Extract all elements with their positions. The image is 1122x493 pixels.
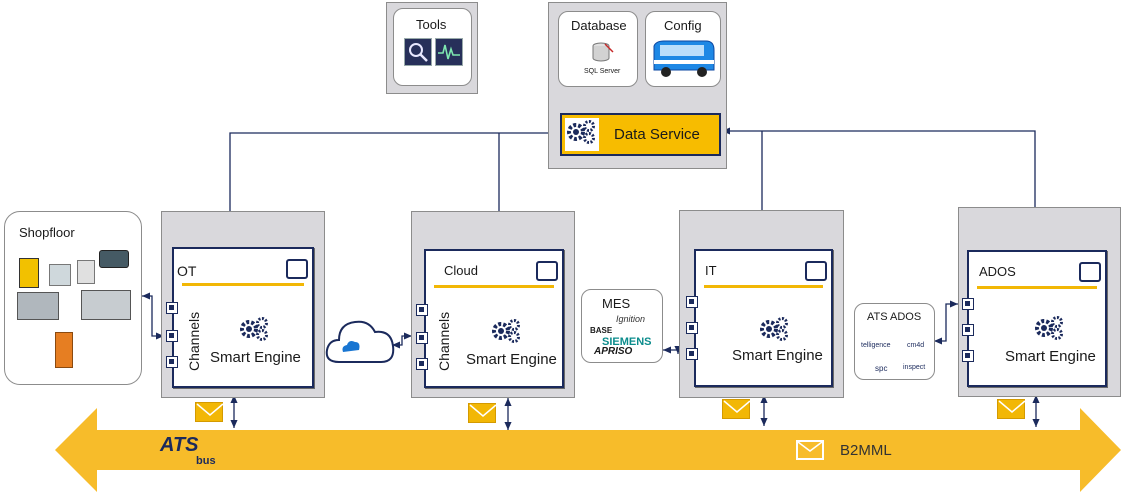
plug-icon [99,250,129,268]
b2mml-label: B2MML [840,442,892,459]
spc-logo: spc [875,364,888,373]
device-icon [77,260,95,284]
channel-chip[interactable] [416,358,428,370]
shopfloor-card: Shopfloor [4,211,142,385]
mail-icon [796,440,824,460]
channel-chip[interactable] [416,304,428,316]
channel-chip[interactable] [166,330,178,342]
channel-chip[interactable] [416,332,428,344]
ignition-logo: Ignition [616,314,646,324]
ot-channels-label: Channels [186,311,202,371]
lathe-icon [81,290,131,320]
bus-icon [1079,262,1101,282]
ats-ados-card: ATS ADOS telligence cm4d spc inspect [854,303,935,380]
ot-engine-label: Smart Engine [210,349,301,366]
ados-engine[interactable]: ADOS Smart Engine [967,250,1107,387]
config-card: Config [645,11,721,87]
channel-chip[interactable] [166,302,178,314]
bus-icon [536,261,558,281]
tools-title: Tools [416,17,447,32]
cloud-engine[interactable]: Cloud Channels Smart Engine [424,249,564,388]
ot-title: OT [177,263,197,279]
shopfloor-title: Shopfloor [19,225,75,240]
database-card: Database SQL Server [558,11,638,87]
apriso-logo: APRISO [594,346,633,357]
data-service-panel: Database SQL Server Config Data Service [548,2,727,169]
sensor-icon [49,264,71,286]
tools-card: Tools [393,8,472,86]
channel-chip[interactable] [962,324,974,336]
tools-panel: Tools [386,2,478,94]
channel-chip[interactable] [962,298,974,310]
robot-arm-icon [55,332,73,368]
cm4d-logo: cm4d [907,342,925,349]
ats-ados-title: ATS ADOS [867,311,922,323]
sql-server-icon [591,42,614,64]
mes-title: MES [602,296,631,311]
cloud-title: Cloud [444,263,478,278]
gears-icon [758,315,788,341]
channel-chip[interactable] [686,322,698,334]
gears-icon [238,315,268,341]
data-service-box[interactable]: Data Service [560,113,721,156]
inspect-logo: inspect [903,364,926,371]
channel-chip[interactable] [686,296,698,308]
magnifier-icon[interactable] [404,38,432,66]
channel-chip[interactable] [686,348,698,360]
cloud-engine-label: Smart Engine [466,351,557,368]
waveform-icon[interactable] [435,38,463,66]
it-title: IT [705,263,717,278]
telligence-logo: telligence [861,342,891,349]
siemens-logo: SIEMENS [602,336,652,348]
bus-icon [805,261,827,281]
ats-bus-sub: bus [196,455,216,467]
ados-title: ADOS [979,264,1016,279]
gears-icon [565,118,599,151]
mail-icon [997,399,1026,419]
bus-vehicle-icon [650,38,716,80]
database-title: Database [571,18,627,33]
mail-icon [195,402,224,422]
sql-server-logo-text: SQL Server [584,68,621,75]
cloud-channels-label: Channels [436,311,452,371]
gears-icon [490,317,520,343]
mail-icon [468,403,497,423]
ot-engine[interactable]: OT Channels Smart Engine [172,247,314,388]
mail-icon [722,399,751,419]
cnc-machine-icon [17,292,59,320]
ats-bus-brand: ATS [160,434,199,456]
it-engine[interactable]: IT Smart Engine [694,249,833,387]
channel-chip[interactable] [962,350,974,362]
machine-icon [19,258,39,288]
cloud-icon [325,312,395,370]
gears-icon [1033,314,1063,340]
config-title: Config [664,18,702,33]
base-logo: BASE [590,326,613,335]
bus-icon [286,259,308,279]
data-service-label: Data Service [614,126,700,143]
mes-card: MES Ignition BASE SIEMENS APRISO [581,289,663,363]
ados-engine-label: Smart Engine [1005,348,1096,365]
it-engine-label: Smart Engine [732,347,823,364]
channel-chip[interactable] [166,356,178,368]
